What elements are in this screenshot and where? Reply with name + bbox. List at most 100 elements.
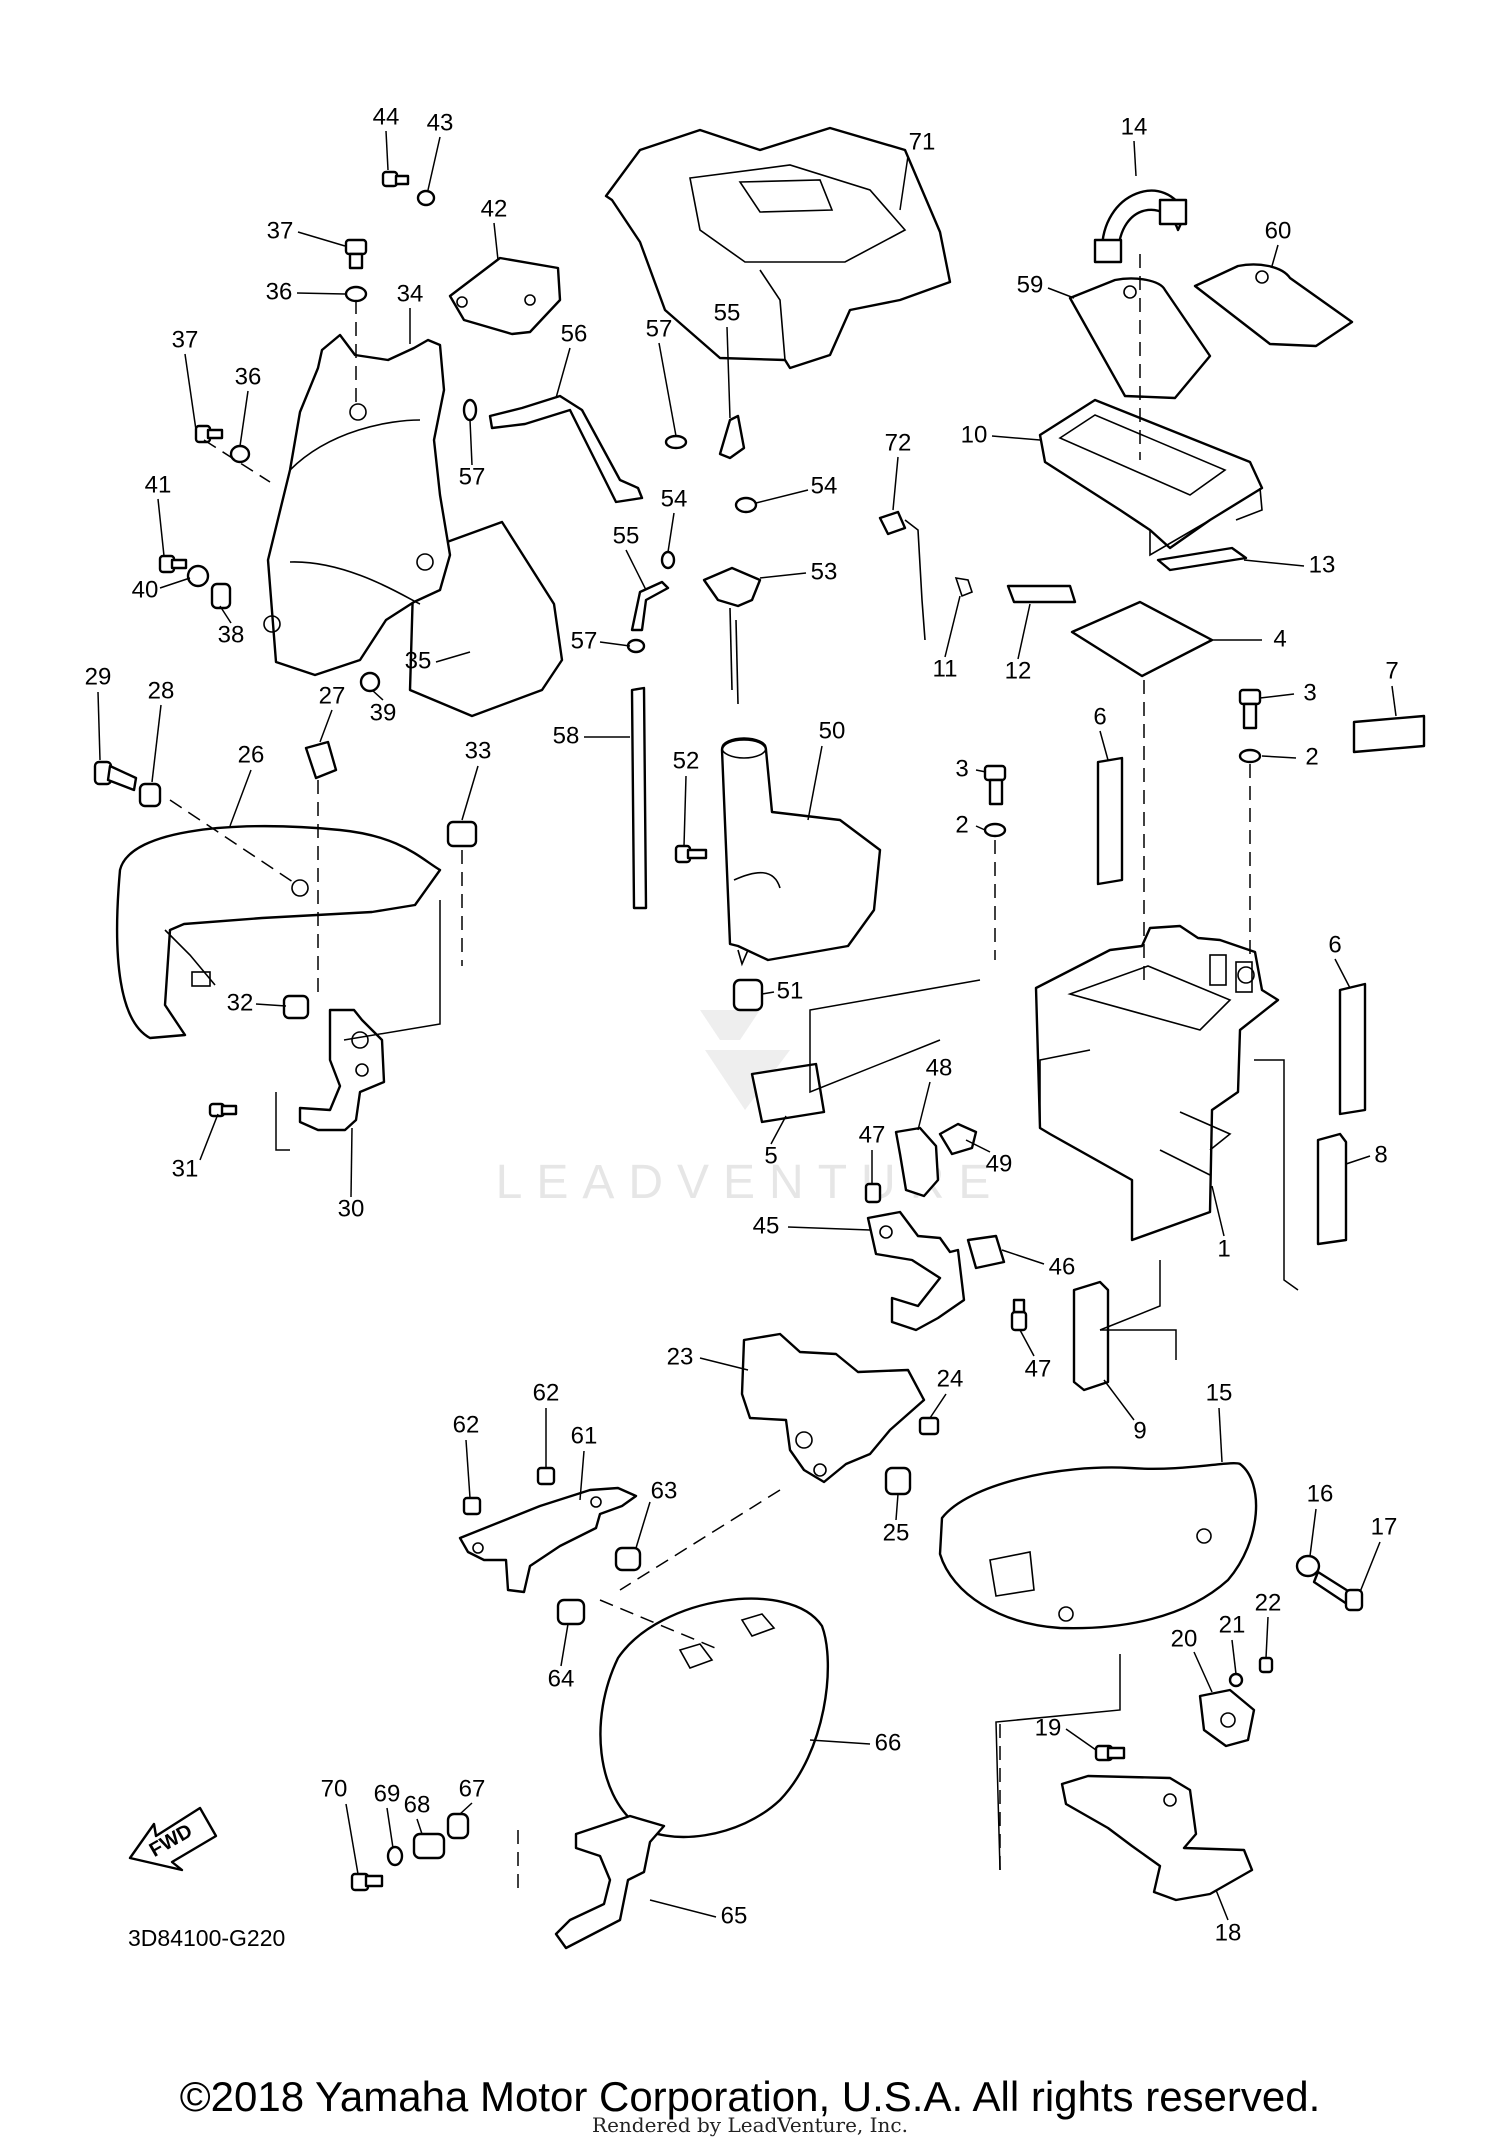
callout-37: 37 [267,217,294,244]
callout-54: 54 [661,485,688,512]
callout-32: 32 [227,989,254,1016]
part-15-side-cover-right [938,1462,1258,1630]
part-46-relay [966,1234,1006,1270]
callout-55: 55 [613,522,640,549]
callout-26: 26 [238,741,265,768]
part-4-pad [1070,600,1214,678]
callout-53: 53 [811,558,838,585]
callout-47: 47 [1025,1355,1052,1382]
callout-23: 23 [667,1343,694,1370]
part-7-pad [1352,714,1426,754]
rendered-by-text: Rendered by LeadVenture, Inc. [592,2113,908,2137]
part-16-washer [1295,1554,1321,1578]
callout-69: 69 [374,1780,401,1807]
callout-10: 10 [961,421,988,448]
part-47-bolt-lower [1010,1298,1028,1332]
callout-27: 27 [319,682,346,709]
part-52-bolt [674,844,708,864]
callout-41: 41 [145,471,172,498]
part-34-panel [263,333,452,677]
part-10-battery-tray [1038,398,1264,557]
part-43-washer [416,189,436,207]
part-31-bolt [208,1102,238,1118]
callout-44: 44 [373,103,400,130]
part-62-nut-upper [536,1466,556,1486]
part-47-bolt-upper [864,1182,882,1204]
part-51-grommet [732,978,764,1012]
part-18-bracket [1060,1774,1254,1902]
callout-71: 71 [909,128,936,155]
callout-55: 55 [714,299,741,326]
part-39-fastener [359,671,381,693]
part-30-bracket [298,1008,386,1132]
callout-57: 57 [646,315,673,342]
callout-7: 7 [1385,657,1398,684]
part-33-grommet [446,820,478,848]
part-53-valve [702,566,762,705]
part-3-bolt-left [983,764,1007,806]
callout-36: 36 [266,278,293,305]
callout-36: 36 [235,363,262,390]
part-27-clip [304,740,338,780]
callout-11: 11 [933,655,958,682]
callout-43: 43 [427,109,454,136]
part-56-hose [488,394,644,504]
callout-38: 38 [218,621,245,648]
part-67-grommet [446,1812,470,1840]
part-21-washer [1228,1672,1244,1688]
part-8-pad [1316,1132,1348,1246]
callout-68: 68 [404,1791,431,1818]
callout-17: 17 [1371,1513,1398,1540]
callout-3: 3 [1303,679,1316,706]
callout-49: 49 [986,1150,1013,1177]
callout-8: 8 [1374,1141,1387,1168]
callout-14: 14 [1121,113,1148,140]
callout-31: 31 [172,1155,199,1182]
callout-58: 58 [553,722,580,749]
part-57-clamp-lower [626,638,646,654]
callout-9: 9 [1133,1417,1146,1444]
callout-47: 47 [859,1121,886,1148]
callout-18: 18 [1215,1919,1242,1946]
part-58-hose [630,686,648,910]
callout-62: 62 [453,1411,480,1438]
part-2-washer-right [1238,748,1262,764]
part-55-hose-top [718,414,746,460]
callout-50: 50 [819,717,846,744]
part-62-nut-lower [462,1496,482,1516]
part-69-washer [386,1845,404,1867]
callout-40: 40 [132,576,159,603]
callout-6: 6 [1093,703,1106,730]
part-38-grommet [210,582,232,610]
part-50-reservoir [720,737,882,967]
alignment-lines [169,254,1251,1890]
part-36-washer-top [344,285,368,303]
callout-33: 33 [465,737,492,764]
callout-3: 3 [955,755,968,782]
connector-lines [275,900,1299,1871]
diagram-code: 3D84100-G220 [128,1925,285,1951]
callout-70: 70 [321,1775,348,1802]
part-54-clamp-right [734,496,758,514]
part-23-bracket [740,1332,926,1484]
callout-48: 48 [926,1054,953,1081]
callout-2: 2 [1305,743,1318,770]
part-22-screw [1258,1656,1274,1674]
part-37-bolt-top [344,238,368,270]
part-2-washer-left [983,822,1007,838]
callout-67: 67 [459,1775,486,1802]
fwd-arrow-icon: FWD [128,1806,218,1872]
part-59-cover [1068,277,1212,400]
callout-1: 1 [1217,1235,1230,1262]
callout-19: 19 [1035,1714,1062,1741]
part-17-bolt [1312,1570,1364,1612]
part-61-bracket [458,1486,638,1594]
callout-59: 59 [1017,271,1044,298]
callout-64: 64 [548,1665,575,1692]
callout-15: 15 [1206,1379,1233,1406]
part-28-spacer [138,782,162,808]
part-12-pad [1006,584,1077,604]
part-37-bolt-left [194,424,224,444]
callout-16: 16 [1307,1480,1334,1507]
